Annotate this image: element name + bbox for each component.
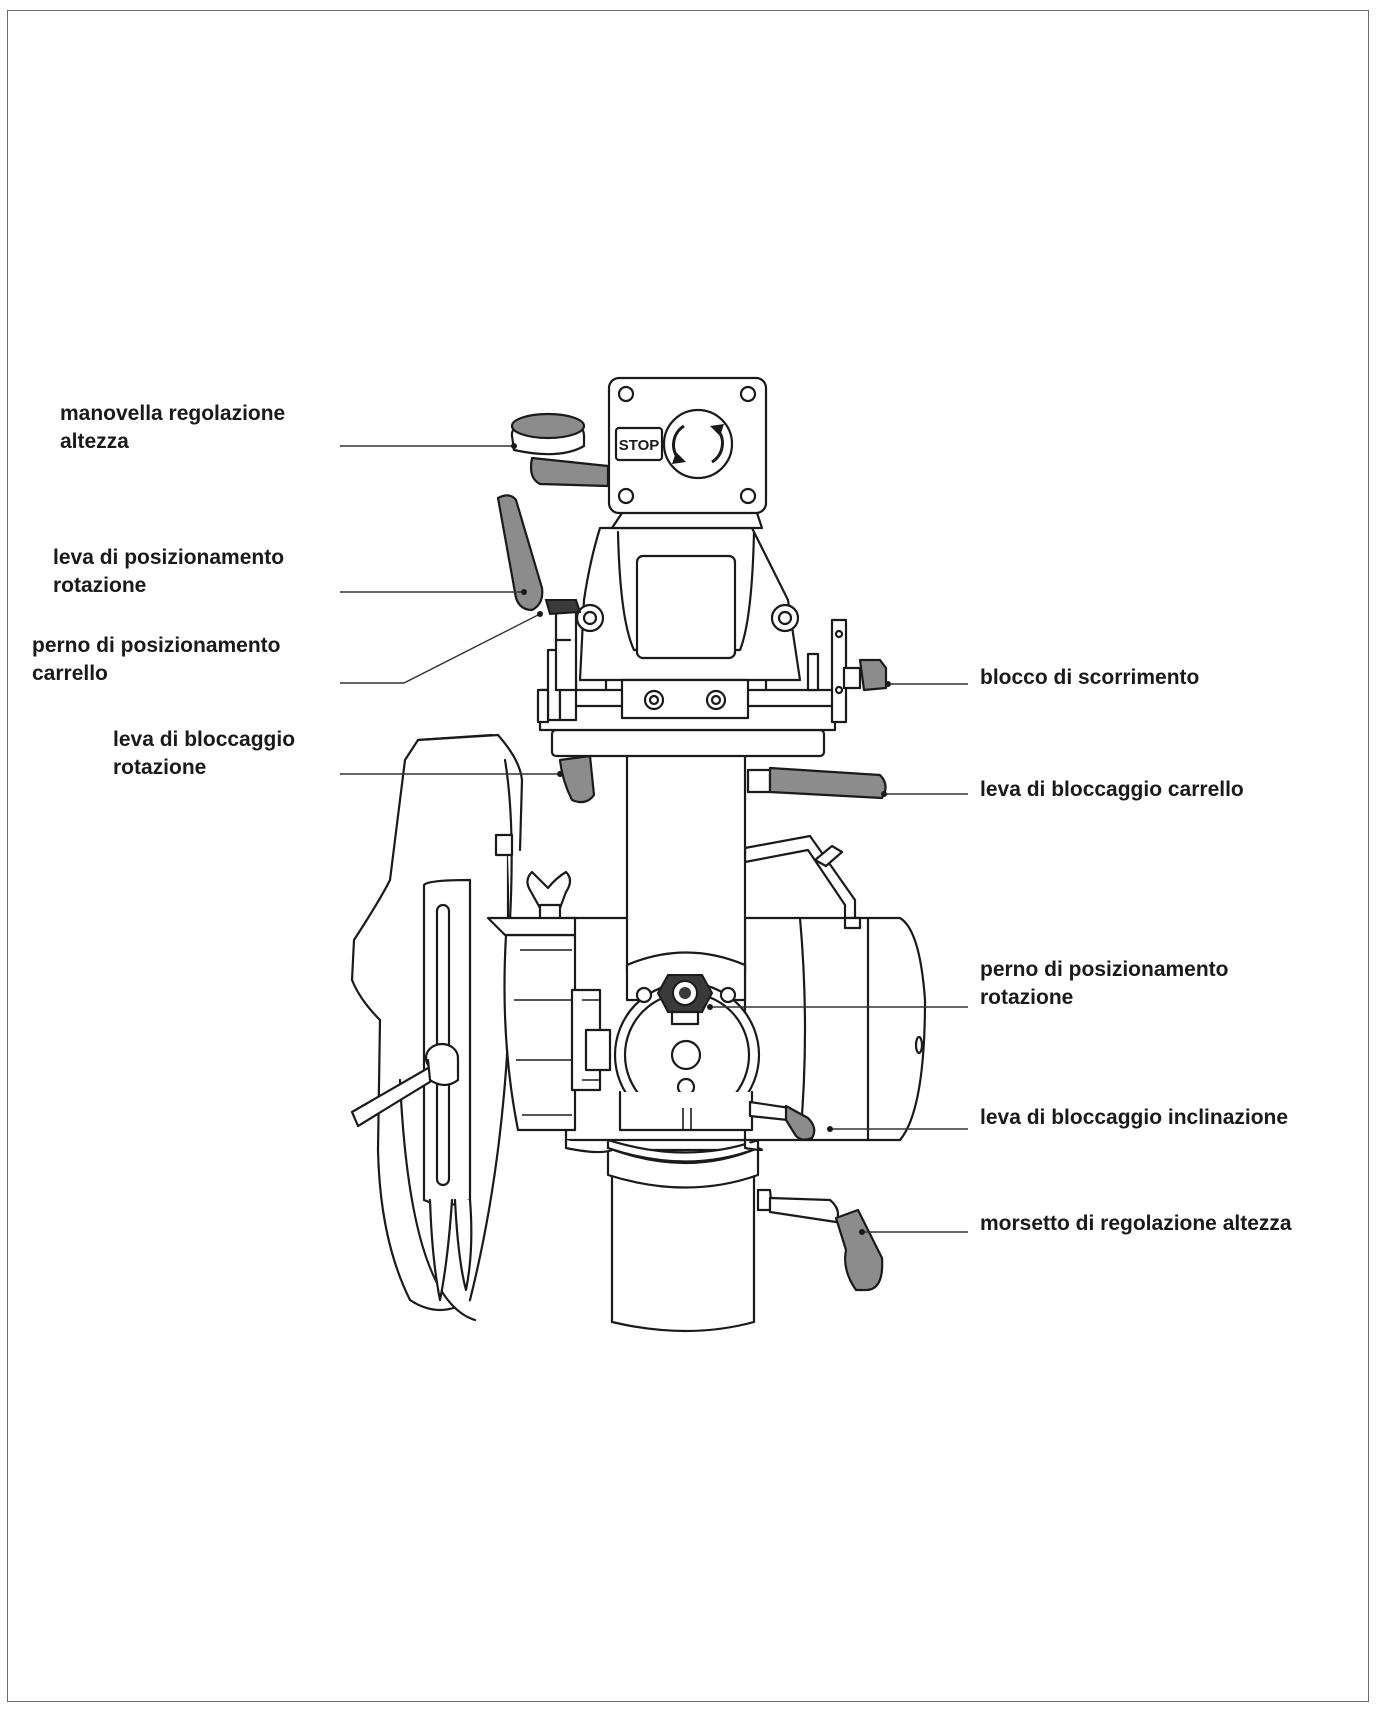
sliding-block-assembly	[806, 618, 888, 724]
motor-bracket	[743, 834, 862, 930]
carriage-head	[575, 526, 802, 692]
rotation-pin-knob	[656, 974, 714, 1026]
guard-stud	[494, 833, 514, 857]
bolt-bar	[620, 678, 750, 720]
label-height-adjust-clamp: morsetto di regolazione altezza	[980, 1212, 1292, 1235]
stop-button-text: STOP	[619, 437, 660, 454]
blade-handle	[350, 1042, 460, 1128]
label-sliding-block: blocco di scorrimento	[980, 666, 1200, 689]
label-rotation-locking-lever: leva di bloccaggio rotazione	[113, 728, 296, 779]
blade-rib	[422, 878, 473, 1302]
lower-column	[606, 1138, 760, 1333]
motor-housing	[738, 916, 927, 1142]
height-crank	[510, 412, 610, 488]
label-crank-height: manovella regolazione altezza	[60, 402, 286, 453]
page-frame	[7, 10, 1369, 1702]
label-carriage-locking-lever: leva di bloccaggio carrello	[980, 778, 1244, 801]
motor-left-end	[486, 916, 577, 1132]
carriage-pin	[544, 599, 582, 692]
rotation-lock-lever	[558, 754, 596, 804]
carriage-plate	[538, 688, 847, 758]
carriage-lock-lever	[746, 766, 887, 800]
height-clamp-handle	[756, 1188, 884, 1292]
rotation-position-lever	[496, 494, 544, 612]
leader-lines	[340, 443, 968, 1235]
upper-column	[625, 750, 747, 974]
label-rotation-positioning-lever: leva di posizionamento rotazione	[53, 546, 285, 597]
switch-box	[607, 376, 768, 530]
label-tilt-locking-lever: leva di bloccaggio inclinazione	[980, 1106, 1289, 1129]
label-rotation-positioning-pin: perno di posizionamento rotazione	[980, 958, 1229, 1009]
tilt-lever	[748, 1100, 816, 1141]
left-bracket	[570, 988, 612, 1092]
label-carriage-positioning-pin: perno di posizionamento carrello	[32, 634, 281, 685]
rotation-plate	[613, 951, 761, 1132]
